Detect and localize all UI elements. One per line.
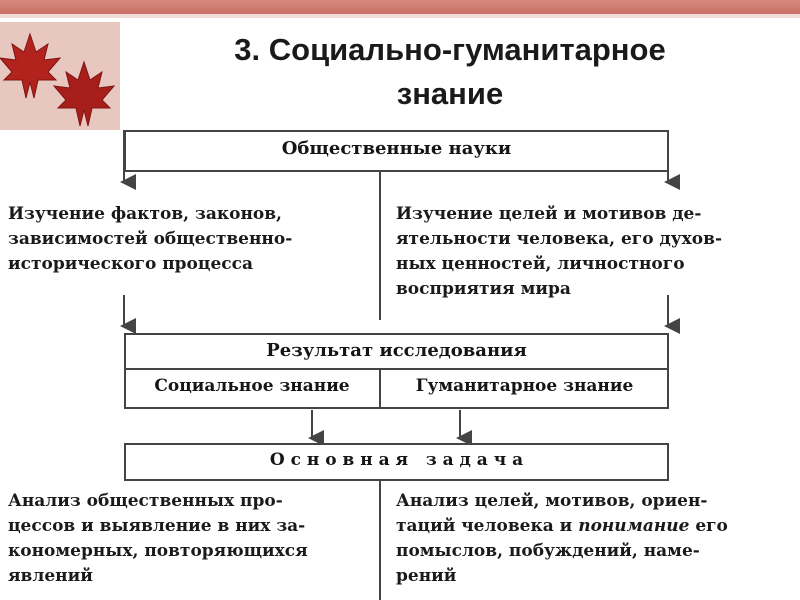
social-sciences-label: Общественные науки	[281, 138, 512, 159]
left-task-line: кономерных, повторяющихся	[8, 541, 308, 561]
right-task-line: таций человека и понимание его	[396, 514, 728, 539]
right-task-italic-word: понимание	[578, 516, 690, 536]
right-study-line: Изучение целей и мотивов де-	[396, 204, 702, 224]
maple-leaf-icon	[52, 60, 116, 127]
science-diagram: Общественные науки Изучение фактов, зако…	[0, 120, 800, 600]
result-box	[124, 333, 669, 409]
maple-leaves-decoration	[0, 22, 120, 130]
left-study-line: зависимостей общественно-	[8, 229, 293, 249]
result-divider-vertical	[379, 368, 381, 409]
top-accent-bar	[0, 0, 800, 14]
result-label: Результат исследования	[266, 340, 527, 361]
right-study-line: ных ценностей, личностного	[396, 254, 685, 274]
left-task-text: Анализ общественных про- цессов и выявле…	[8, 489, 308, 589]
social-knowledge-label: Социальное знание	[154, 376, 350, 396]
left-task-line: цессов и выявление в них за-	[8, 516, 306, 536]
left-study-line: Изучение фактов, законов,	[8, 204, 282, 224]
humanitarian-knowledge-label: Гуманитарное знание	[415, 376, 634, 396]
right-study-line: ятельности человека, его духов-	[396, 229, 723, 249]
maple-leaf-icon	[0, 32, 62, 99]
slide-title-line2: знание	[396, 76, 504, 111]
right-task-text: Анализ целей, мотивов, ориен- таций чело…	[396, 489, 728, 589]
result-divider-horizontal	[124, 368, 669, 370]
slide-title: 3. Социально-гуманитарное знание	[130, 28, 770, 116]
right-study-text: Изучение целей и мотивов де- ятельности …	[396, 202, 722, 302]
main-task-box	[124, 443, 669, 481]
social-sciences-box	[124, 130, 669, 172]
slide-title-line1: 3. Социально-гуманитарное	[234, 32, 666, 67]
main-task-label: О с н о в н а я з а д а ч а	[269, 450, 524, 470]
right-task-line: Анализ целей, мотивов, ориен-	[396, 491, 708, 511]
left-task-line: Анализ общественных про-	[8, 491, 283, 511]
right-task-line: помыслов, побуждений, наме-	[396, 541, 700, 561]
left-task-line: явлений	[8, 566, 93, 586]
left-study-line: исторического процесса	[8, 254, 253, 274]
left-study-text: Изучение фактов, законов, зависимостей о…	[8, 202, 292, 277]
right-study-line: восприятия мира	[396, 279, 571, 299]
right-task-line: рений	[396, 566, 457, 586]
right-task-text-segment: его	[689, 516, 728, 536]
top-accent-strip	[0, 14, 800, 18]
right-task-text-segment: таций человека и	[396, 516, 579, 536]
